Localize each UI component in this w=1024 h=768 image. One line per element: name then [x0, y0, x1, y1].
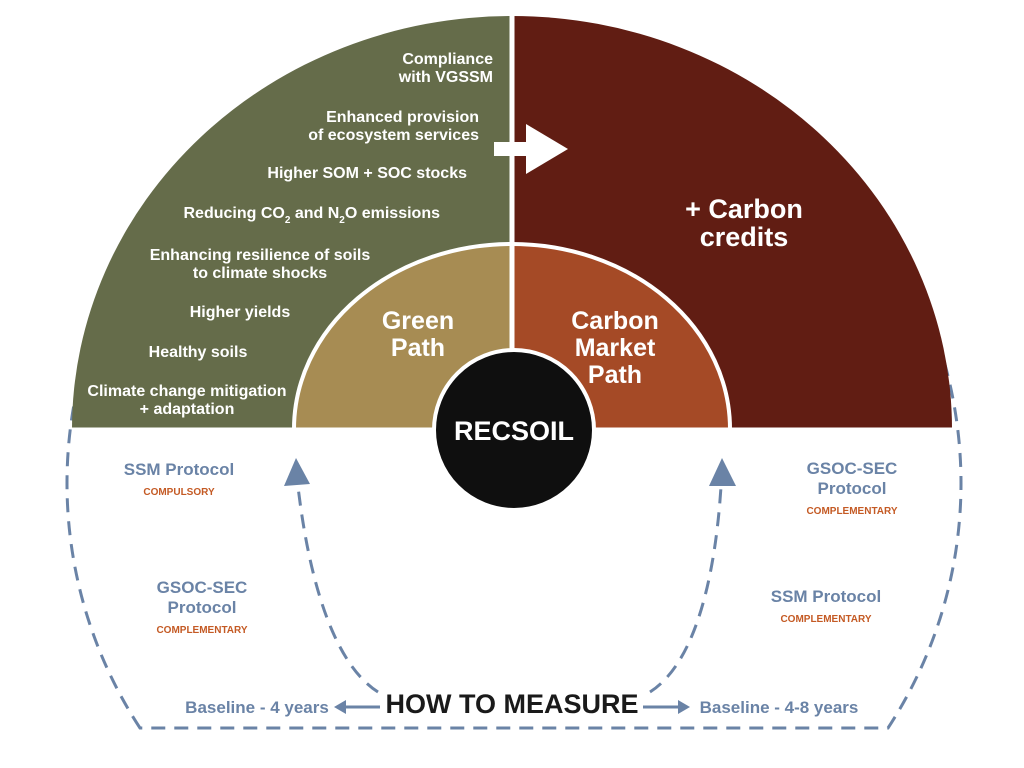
benefit-climate-line2: + adaptation: [140, 401, 235, 418]
benefit-climate-line1: Climate change mitigation: [87, 383, 286, 400]
left-gsoc-line1: GSOC-SEC: [157, 578, 248, 597]
green-benefits-list: Compliance with VGSSM Enhanced provision…: [183, 51, 493, 226]
left-dashed-arrow: [294, 467, 379, 694]
center-label: RECSOIL: [454, 416, 574, 446]
right-gsoc-line2: Protocol: [818, 479, 887, 498]
benefit-yields: Higher yields: [190, 304, 291, 321]
green-path-line2: Path: [391, 334, 445, 362]
carbon-credits-label: + Carbon credits: [685, 194, 803, 252]
green-path-label: Green Path: [382, 307, 454, 362]
green-benefits-list-lower: Enhancing resilience of soils to climate…: [87, 247, 370, 418]
benefit-compliance-line1: Compliance: [402, 51, 493, 68]
right-gsoc-tag: COMPLEMENTARY: [806, 506, 897, 517]
recsoil-center-circle: [432, 348, 596, 512]
left-arrowhead-icon: [284, 458, 310, 486]
left-ssm-protocol: SSM Protocol: [124, 460, 235, 479]
right-ssm-protocol: SSM Protocol: [771, 587, 882, 606]
benefit-ecosystem-line2: of ecosystem services: [308, 127, 479, 144]
baseline-right-label: Baseline - 4-8 years: [700, 698, 859, 717]
carbon-market-path-label: Carbon Market Path: [571, 307, 659, 389]
baseline-right-arrowhead-icon: [678, 700, 690, 714]
inner-arc-divider: [292, 242, 732, 430]
carbon-market-line2: Market: [575, 334, 656, 362]
baseline-left-arrowhead-icon: [334, 700, 346, 714]
left-ssm-tag: COMPULSORY: [143, 487, 215, 498]
carbon-credits-line1: + Carbon: [685, 194, 803, 224]
right-ssm-tag: COMPLEMENTARY: [780, 614, 871, 625]
left-gsoc-tag: COMPLEMENTARY: [156, 625, 247, 636]
benefit-som-soc: Higher SOM + SOC stocks: [267, 165, 467, 182]
benefit-resilience-line1: Enhancing resilience of soils: [150, 247, 371, 264]
transfer-arrow-icon: [494, 124, 568, 174]
benefit-compliance-line2: with VGSSM: [398, 69, 493, 86]
carbon-market-line1: Carbon: [571, 307, 659, 335]
baseline-left-label: Baseline - 4 years: [185, 698, 329, 717]
benefit-healthy-soils: Healthy soils: [149, 344, 248, 361]
right-dashed-arrow: [649, 467, 724, 694]
carbon-credits-line2: credits: [700, 222, 789, 252]
carbon-market-line3: Path: [588, 361, 642, 389]
benefit-resilience-line2: to climate shocks: [193, 265, 327, 282]
green-path-line1: Green: [382, 307, 454, 335]
benefit-emissions: Reducing CO2 and N2O emissions: [183, 205, 440, 226]
right-arrowhead-icon: [709, 458, 736, 486]
right-gsoc-line1: GSOC-SEC: [807, 459, 898, 478]
benefit-ecosystem-line1: Enhanced provision: [326, 109, 479, 126]
left-gsoc-line2: Protocol: [168, 598, 237, 617]
how-to-measure-label: HOW TO MEASURE: [385, 689, 638, 719]
